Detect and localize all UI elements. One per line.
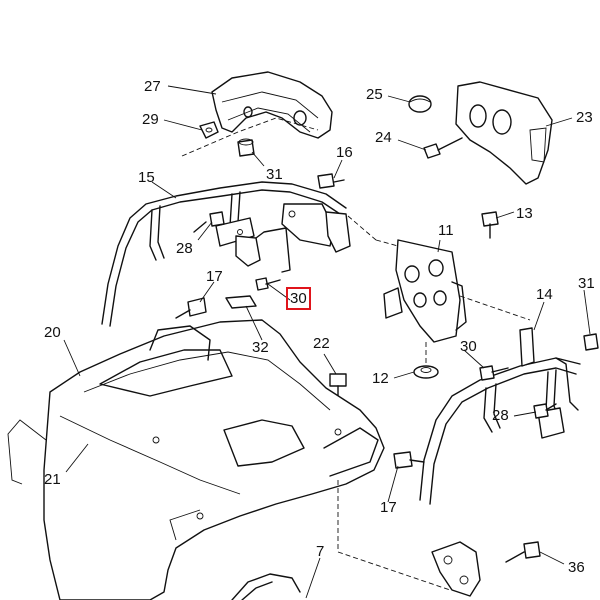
part-28-bolt bbox=[193, 211, 225, 233]
part-23-cover bbox=[455, 81, 553, 185]
part-32-pad bbox=[225, 295, 257, 309]
part-7-frame bbox=[231, 573, 301, 600]
part-28-bolt-right bbox=[533, 403, 557, 419]
callout-24: 24 bbox=[375, 129, 392, 146]
callout-20: 20 bbox=[44, 324, 61, 341]
part-16-bolt bbox=[317, 173, 345, 189]
part-25-cap bbox=[408, 95, 432, 113]
part-15-grab-bar bbox=[101, 181, 351, 327]
part-12-washer bbox=[413, 342, 439, 379]
callout-16: 16 bbox=[336, 144, 353, 161]
leader-lines bbox=[63, 85, 591, 599]
part-14-grab-bar bbox=[419, 327, 581, 505]
part-36-bracket bbox=[431, 541, 541, 597]
callout-15: 15 bbox=[138, 169, 155, 186]
callout-17-upper: 17 bbox=[206, 268, 223, 285]
part-31-collar bbox=[237, 138, 255, 157]
part-30-screw-right bbox=[479, 365, 509, 381]
part-17-bolt bbox=[175, 297, 207, 319]
callout-22: 22 bbox=[313, 335, 330, 352]
callout-32: 32 bbox=[252, 339, 269, 356]
part-24-screw bbox=[423, 137, 463, 159]
part-27-bracket bbox=[181, 71, 333, 157]
callout-36: 36 bbox=[568, 559, 585, 576]
part-20-fender bbox=[7, 319, 451, 600]
callout-23: 23 bbox=[576, 109, 593, 126]
part-30-screw-left bbox=[255, 277, 281, 291]
part-31-collar-right bbox=[583, 333, 599, 351]
callout-13: 13 bbox=[516, 205, 533, 222]
callout-7: 7 bbox=[316, 543, 325, 560]
callout-11: 11 bbox=[438, 222, 454, 239]
callout-25: 25 bbox=[366, 86, 383, 103]
callout-14: 14 bbox=[536, 286, 553, 303]
callout-31-right: 31 bbox=[578, 275, 595, 292]
callout-17-lower: 17 bbox=[380, 499, 397, 516]
callout-27: 27 bbox=[144, 78, 161, 95]
part-13-bolt bbox=[481, 211, 499, 239]
callout-28-right: 28 bbox=[492, 407, 509, 424]
callout-21: 21 bbox=[44, 471, 61, 488]
callout-28-upper: 28 bbox=[176, 240, 193, 257]
part-29-nut bbox=[199, 121, 219, 139]
callout-31-upper: 31 bbox=[266, 166, 283, 183]
part-11-plate bbox=[347, 215, 531, 343]
callout-12: 12 bbox=[372, 370, 389, 387]
callout-29: 29 bbox=[142, 111, 159, 128]
part-17-bolt-lower bbox=[393, 451, 425, 469]
callout-30-right: 30 bbox=[460, 338, 477, 355]
callout-30-highlighted: 30 bbox=[286, 287, 311, 310]
